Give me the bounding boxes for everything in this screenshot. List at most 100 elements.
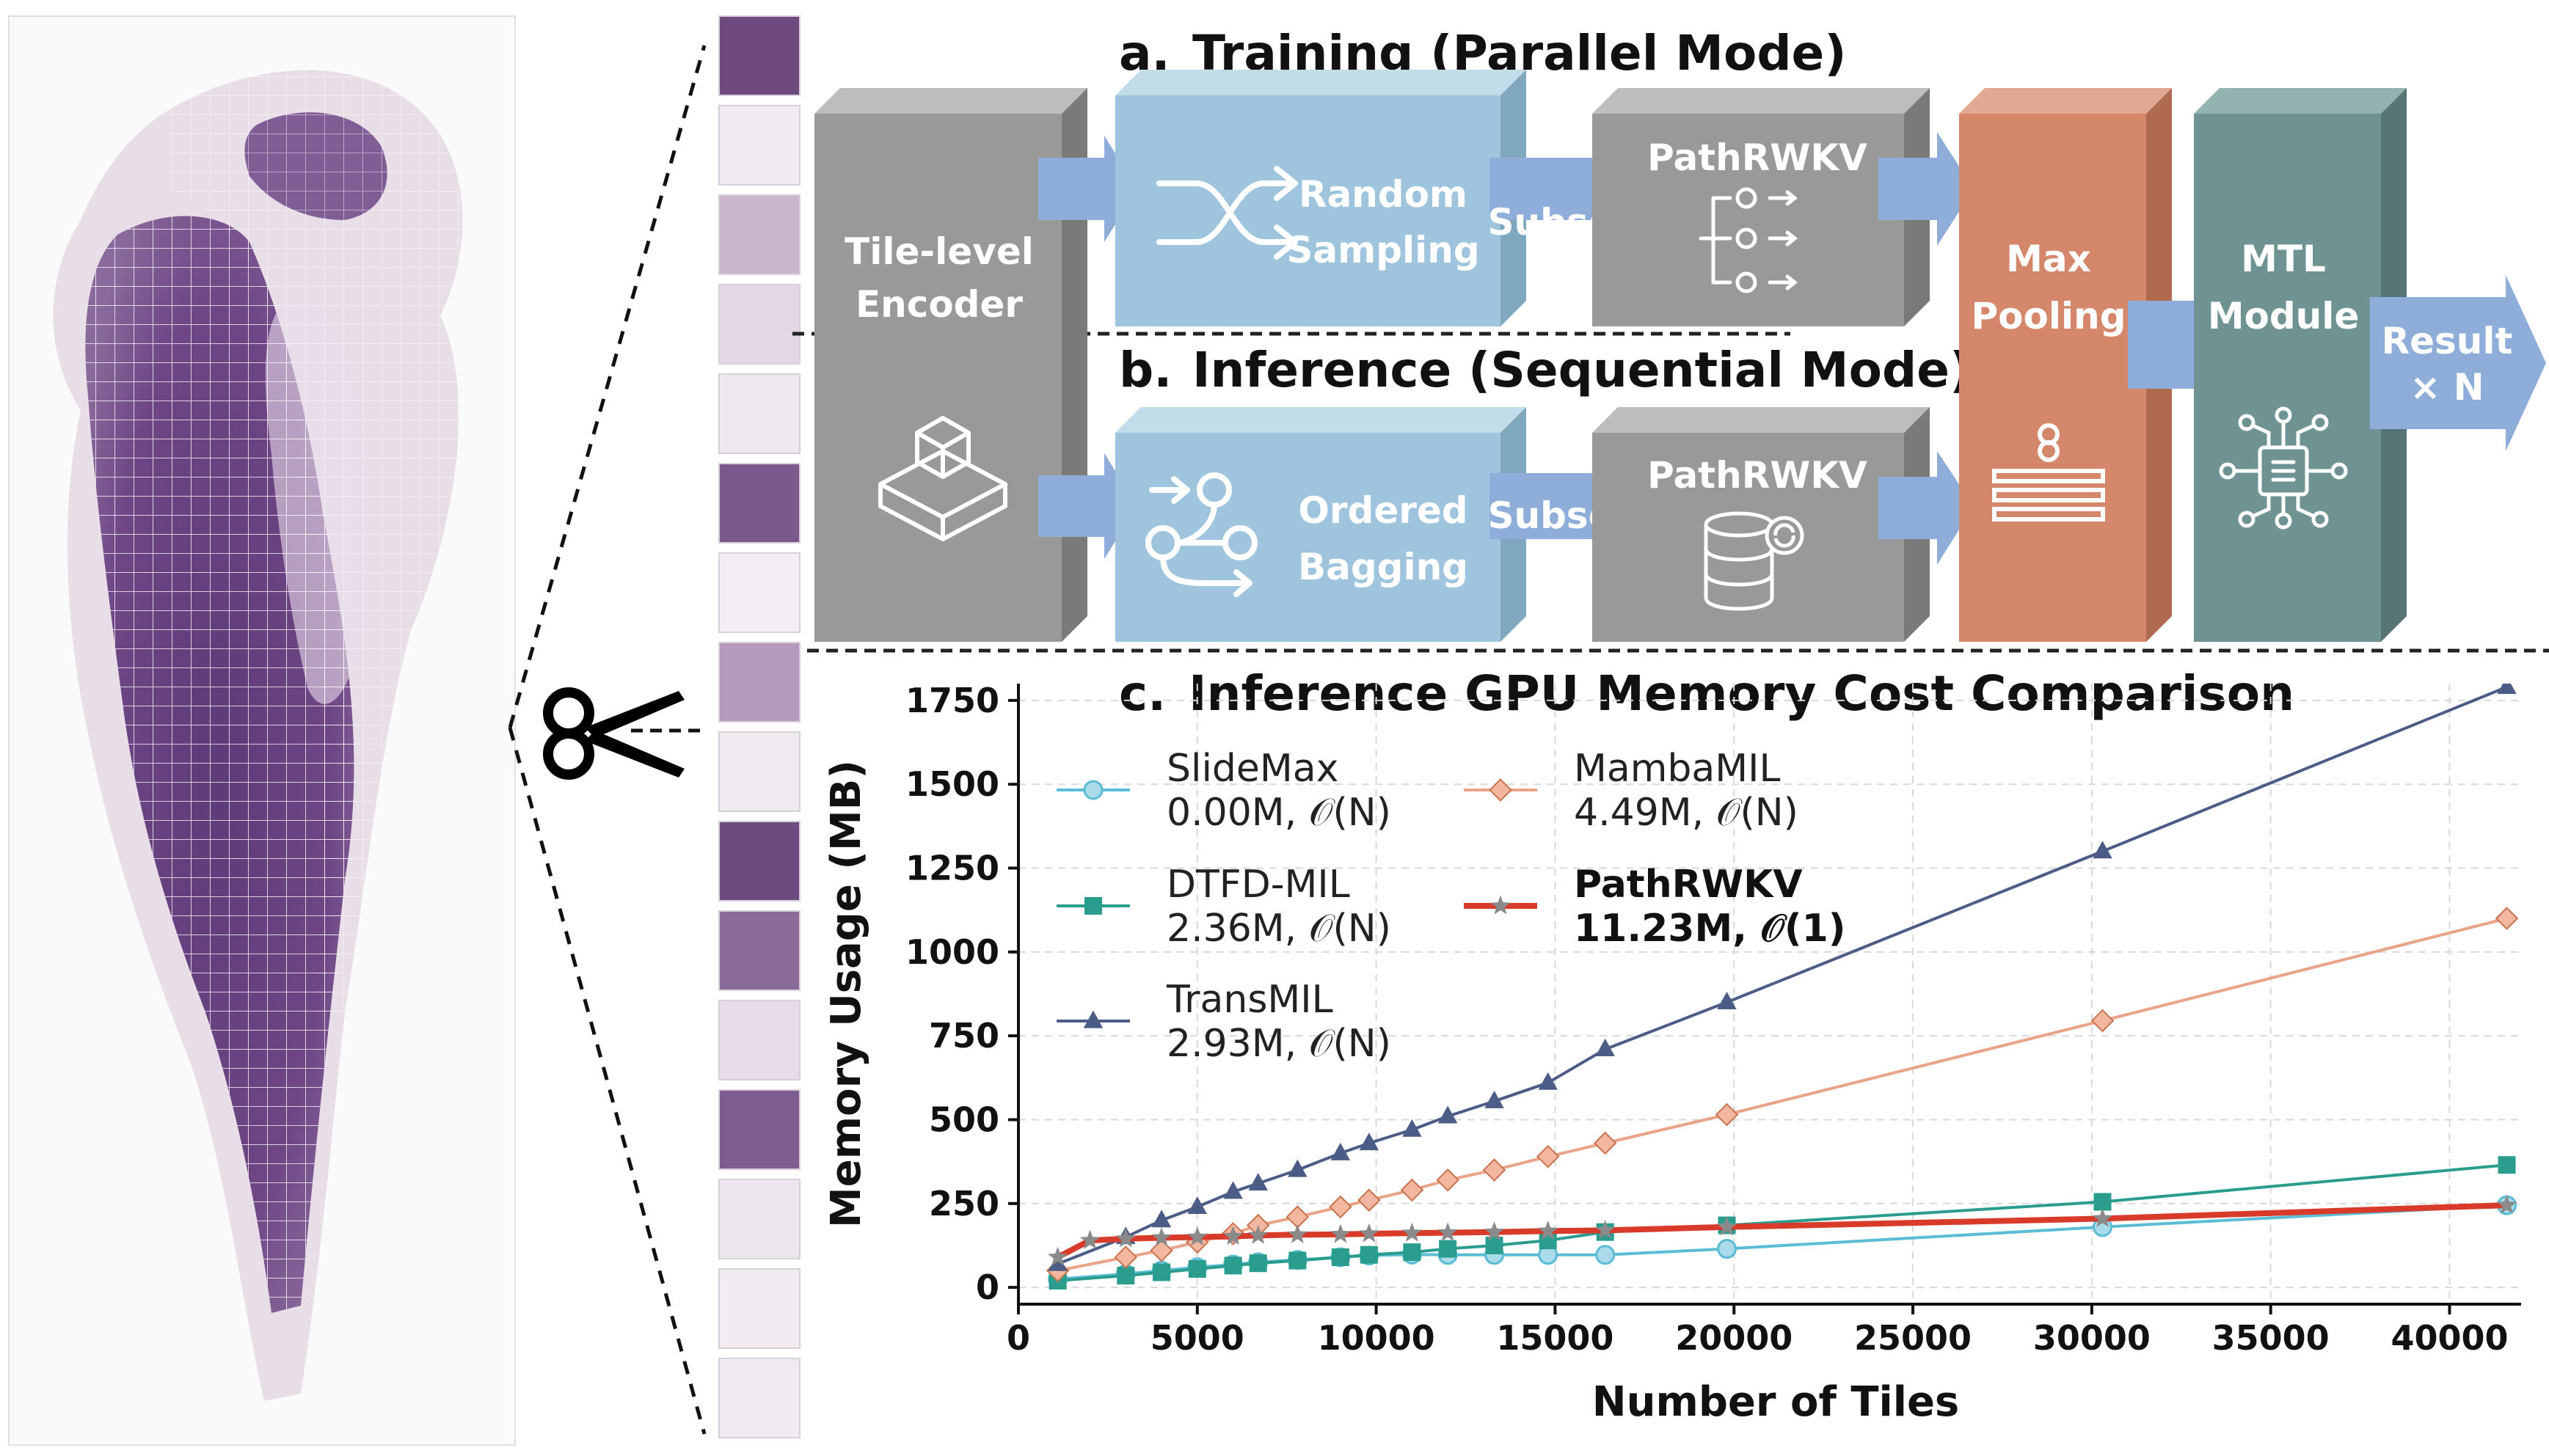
series-transmil [1048,684,2517,1271]
y-tick-label: 750 [929,1016,999,1056]
legend-params: 2.93M, 𝒪(N) [1167,1022,1391,1066]
x-tick-label: 40000 [2391,1318,2508,1358]
series-pathrwkv [1047,1194,2517,1266]
encoder-label-1: Tile-level [845,230,1034,273]
ordered-bagging-block: Ordered Bagging [1115,407,1526,642]
data-point-pathrwkv [1716,1216,1737,1236]
legend-name: DTFD-MIL [1167,863,1350,907]
data-point-transmil [1717,992,1737,1010]
flow-icon [1145,472,1258,597]
x-tick-label: 20000 [1675,1318,1793,1358]
data-point-dtfd-mil [1288,1251,1307,1270]
panel-c-title: Inference GPU Memory Cost Comparison [1189,665,2294,722]
data-point-dtfd-mil [1153,1263,1171,1281]
x-tick-label: 5000 [1150,1318,1244,1358]
max-pooling-label-1: Max [2006,238,2091,280]
legend-name: TransMIL [1166,978,1333,1022]
data-point-mambamil [1114,1245,1138,1269]
legend-name: SlideMax [1167,747,1338,791]
cube-icon [878,416,1007,541]
y-tick-label: 500 [929,1100,999,1139]
zoom-line-top [508,45,707,728]
data-point-mambamil [1329,1195,1352,1219]
data-point-mambamil [2495,907,2519,930]
tile-grid-overlay-outer [169,70,463,1013]
data-point-mambamil [1593,1131,1617,1155]
data-point-slidemax [1716,1239,1737,1259]
data-point-transmil [1595,1039,1615,1057]
data-point-pathrwkv [1595,1220,1616,1239]
data-point-transmil [1223,1181,1243,1199]
data-point-transmil [1151,1210,1172,1228]
data-point-dtfd-mil [1403,1243,1421,1262]
data-point-dtfd-mil [2498,1156,2516,1174]
subset-b-label-2: × N [1522,541,1596,583]
tile-strip [718,15,801,1438]
data-point-pathrwkv [1115,1228,1136,1248]
data-point-pathrwkv [2496,1194,2517,1214]
y-tick-label: 1750 [905,681,999,720]
random-sampling-block: Random Sampling [1115,70,1526,326]
pathrwkv-a-label: PathRWKV [1647,136,1867,179]
result-label-1: Result [2382,320,2513,362]
x-tick-label: 15000 [1496,1318,1613,1358]
legend-marker [1490,895,1511,915]
y-tick-label: 1000 [905,932,999,972]
legend-marker [1083,780,1104,800]
data-point-transmil [2497,684,2517,695]
y-tick-label: 0 [976,1267,999,1307]
stack-icon [1992,423,2105,522]
zoom-line-bottom [508,727,707,1435]
data-point-mambamil [1482,1158,1506,1182]
tile-thumbnail [718,373,801,454]
pathrwkv-b-label: PathRWKV [1647,454,1867,497]
ordered-bagging-label-2: Bagging [1298,546,1468,588]
tile-thumbnail [718,463,801,544]
random-sampling-label-1: Random [1299,173,1467,216]
panel-c-letter: c. [1119,665,1166,722]
data-point-dtfd-mil [1117,1267,1135,1285]
y-axis-title: Memory Usage (MB) [823,760,870,1228]
panel-b-title: Inference (Sequential Mode) [1192,342,1972,398]
data-point-dtfd-mil [1439,1240,1457,1258]
arrow-to-pooling-b [1878,451,1974,565]
x-tick-label: 30000 [2033,1318,2151,1358]
arrow-encoder-to-bagging [1038,453,1137,559]
x-axis-title: Number of Tiles [1592,1378,1960,1426]
data-point-pathrwkv [1187,1226,1208,1246]
data-point-slidemax [1595,1245,1616,1265]
x-tick-label: 35000 [2212,1318,2330,1358]
x-tick-label: 0 [1007,1318,1030,1358]
tile-thumbnail [718,821,801,901]
data-point-dtfd-mil [2093,1193,2112,1211]
pathrwkv-a-block: PathRWKV [1592,88,1930,326]
tile-thumbnail [718,105,801,186]
data-point-pathrwkv [1222,1226,1244,1245]
data-point-dtfd-mil [1331,1248,1349,1266]
x-tick-label: 25000 [1854,1318,1972,1358]
tile-thumbnail [718,15,801,96]
data-point-mambamil [2090,1009,2115,1033]
data-point-pathrwkv [1401,1222,1423,1242]
data-point-mambamil [1715,1102,1739,1127]
data-point-transmil [1538,1072,1558,1090]
scissors-icon [543,687,685,780]
mtl-module-label-1: MTL [2241,238,2326,280]
data-point-transmil [1402,1119,1422,1137]
whole-slide-image [8,15,516,1446]
ordered-bagging-label-1: Ordered [1298,489,1467,532]
data-point-dtfd-mil [1224,1256,1242,1275]
mtl-module-block: MTL Module [2194,88,2407,642]
data-point-pathrwkv [1359,1223,1379,1243]
tile-thumbnail [718,731,801,812]
tree-icon [1699,187,1798,293]
data-point-transmil [1187,1196,1208,1214]
data-point-transmil [1048,1253,1068,1271]
legend-marker [1489,778,1512,802]
arrow-to-pooling-a [1878,132,1974,246]
